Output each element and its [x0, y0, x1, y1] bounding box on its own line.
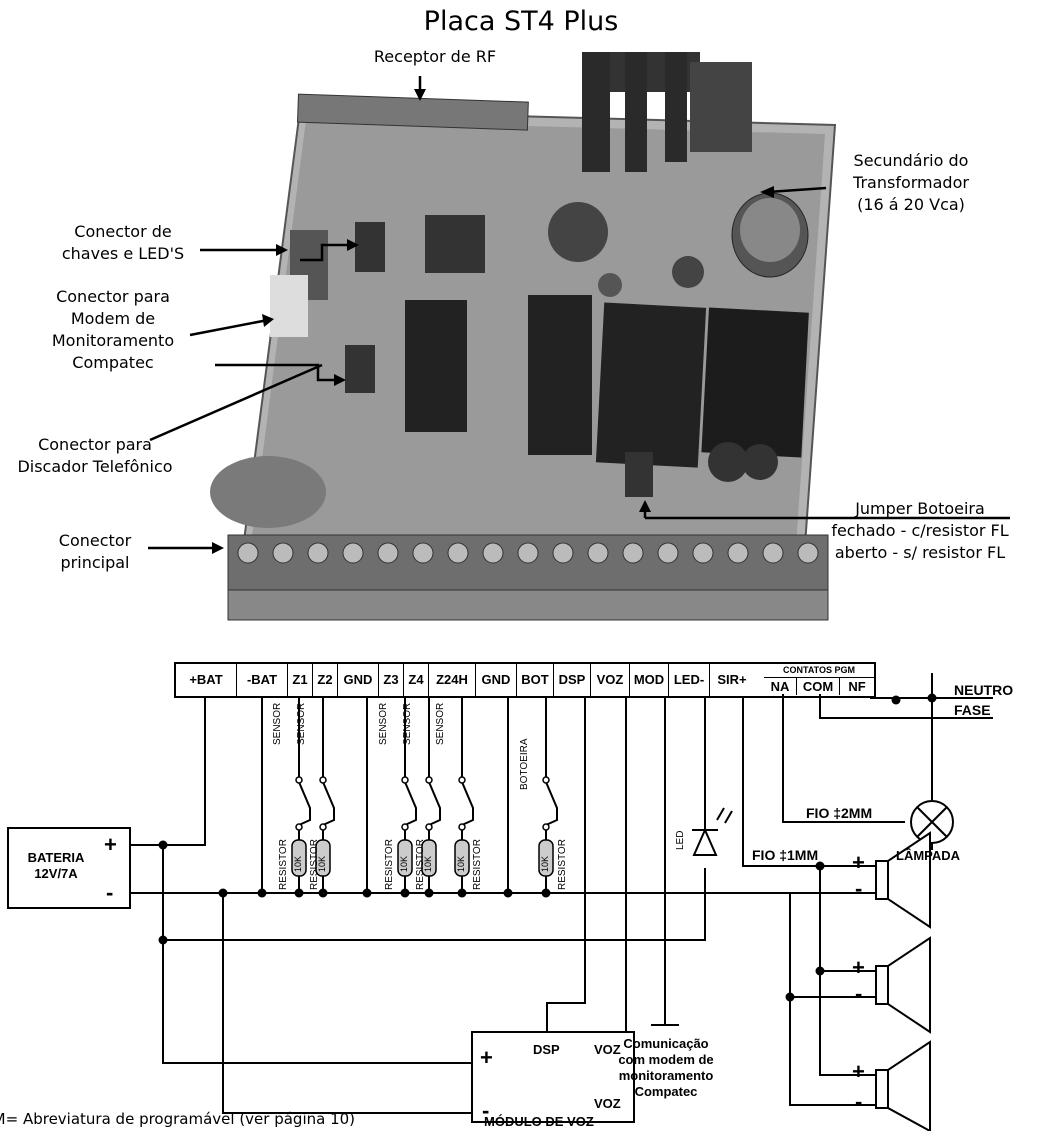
discador-line-1: Conector para	[38, 435, 152, 454]
terminal-nf: NF	[848, 679, 866, 694]
comunicacao-line-4: Compatec	[634, 1084, 698, 1099]
terminal-bat-plus: +BAT	[176, 664, 237, 696]
comunicacao-line-2: com modem de	[618, 1052, 714, 1067]
jumper-line-3: aberto - s/ resistor FL	[834, 543, 1006, 562]
pgm-block: CONTATOS PGM NA COM NF	[764, 662, 876, 698]
chaves-label: Conector de chaves e LED'S	[38, 221, 208, 265]
bateria-line-2: 12V/7A	[34, 866, 78, 881]
terminal-com: COM	[797, 678, 840, 695]
rf-label: Receptor de RF	[373, 47, 497, 66]
neutro-label: NEUTRO	[954, 682, 1014, 698]
terminal-led-minus: LED-	[669, 664, 710, 696]
page-title: Placa ST4 Plus	[423, 6, 619, 37]
terminal-voz: VOZ	[591, 664, 630, 696]
comunicacao-label: Comunicação com modem de monitoramento C…	[606, 1036, 726, 1100]
terminal-gnd-1: GND	[338, 664, 379, 696]
terminal-z1: Z1	[288, 664, 313, 696]
terminal-gnd-2: GND	[476, 664, 517, 696]
fio1-label: FIO ‡1MM	[752, 847, 819, 863]
secundario-line-2: Transformador	[853, 173, 969, 192]
modulo-plus: +	[480, 1045, 493, 1070]
fio2-label: FIO ‡2MM	[806, 805, 873, 821]
discador-line-2: Discador Telefônico	[17, 457, 173, 476]
chaves-line-2: chaves e LED'S	[61, 244, 185, 263]
principal-line-1: Conector	[58, 531, 132, 550]
terminal-dsp: DSP	[554, 664, 591, 696]
jumper-label: Jumper Botoeira fechado - c/resistor FL …	[810, 498, 1030, 564]
terminal-z24h: Z24H	[429, 664, 476, 696]
speaker2-minus: -	[855, 981, 863, 1006]
footnote: PGM= Abreviatura de programável (ver pág…	[0, 1110, 356, 1128]
speaker2-plus: +	[852, 955, 865, 980]
modulo-voz-2: VOZ	[594, 1096, 621, 1111]
jumper-line-1: Jumper Botoeira	[855, 499, 985, 518]
comunicacao-line-1: Comunicação	[623, 1036, 709, 1051]
terminal-bot: BOT	[517, 664, 554, 696]
speaker1-plus: +	[852, 850, 865, 875]
pgm-header: CONTATOS PGM	[764, 664, 874, 678]
secundario-line-3: (16 á 20 Vca)	[857, 195, 965, 214]
speaker3-plus: +	[852, 1059, 865, 1084]
jumper-line-2: fechado - c/resistor FL	[831, 521, 1009, 540]
speaker1-minus: -	[855, 876, 863, 901]
speaker3-minus: -	[855, 1089, 863, 1114]
modulo-minus: -	[482, 1098, 490, 1123]
bateria-label: BATERIA 12V/7A	[16, 850, 96, 882]
terminal-sir-plus: SIR+	[717, 672, 747, 687]
terminal-z4: Z4	[404, 664, 429, 696]
bateria-minus: -	[106, 880, 114, 905]
modulo-dsp: DSP	[533, 1042, 560, 1057]
principal-line-2: principal	[60, 553, 130, 572]
terminal-strip: +BAT -BAT Z1 Z2 GND Z3 Z4 Z24H GND BOT D…	[174, 662, 768, 698]
modulo-title: MÓDULO DE VOZ	[484, 1114, 594, 1129]
terminal-bat-minus: -BAT	[237, 664, 288, 696]
chaves-line-1: Conector de	[74, 222, 172, 241]
secundario-line-1: Secundário do	[853, 151, 969, 170]
principal-label: Conector principal	[40, 530, 150, 574]
terminal-na: NA	[764, 678, 797, 695]
bateria-plus: +	[104, 832, 117, 857]
terminal-z2: Z2	[313, 664, 338, 696]
discador-label: Conector para Discador Telefônico	[0, 434, 190, 478]
secundario-label: Secundário do Transformador (16 á 20 Vca…	[826, 150, 996, 216]
bateria-line-1: BATERIA	[27, 850, 85, 865]
modem-line-3: Monitoramento	[51, 331, 175, 350]
modem-label: Conector para Modem de Monitoramento Com…	[28, 286, 198, 374]
lampada-label: LÂMPADA	[896, 848, 961, 863]
terminal-z3: Z3	[379, 664, 404, 696]
fase-label: FASE	[954, 702, 991, 718]
modem-line-1: Conector para	[56, 287, 170, 306]
modulo-voz-1: VOZ	[594, 1042, 621, 1057]
terminal-mod: MOD	[630, 664, 669, 696]
modem-line-4: Compatec	[72, 353, 154, 372]
modem-line-2: Modem de	[70, 309, 156, 328]
comunicacao-line-3: monitoramento	[618, 1068, 714, 1083]
